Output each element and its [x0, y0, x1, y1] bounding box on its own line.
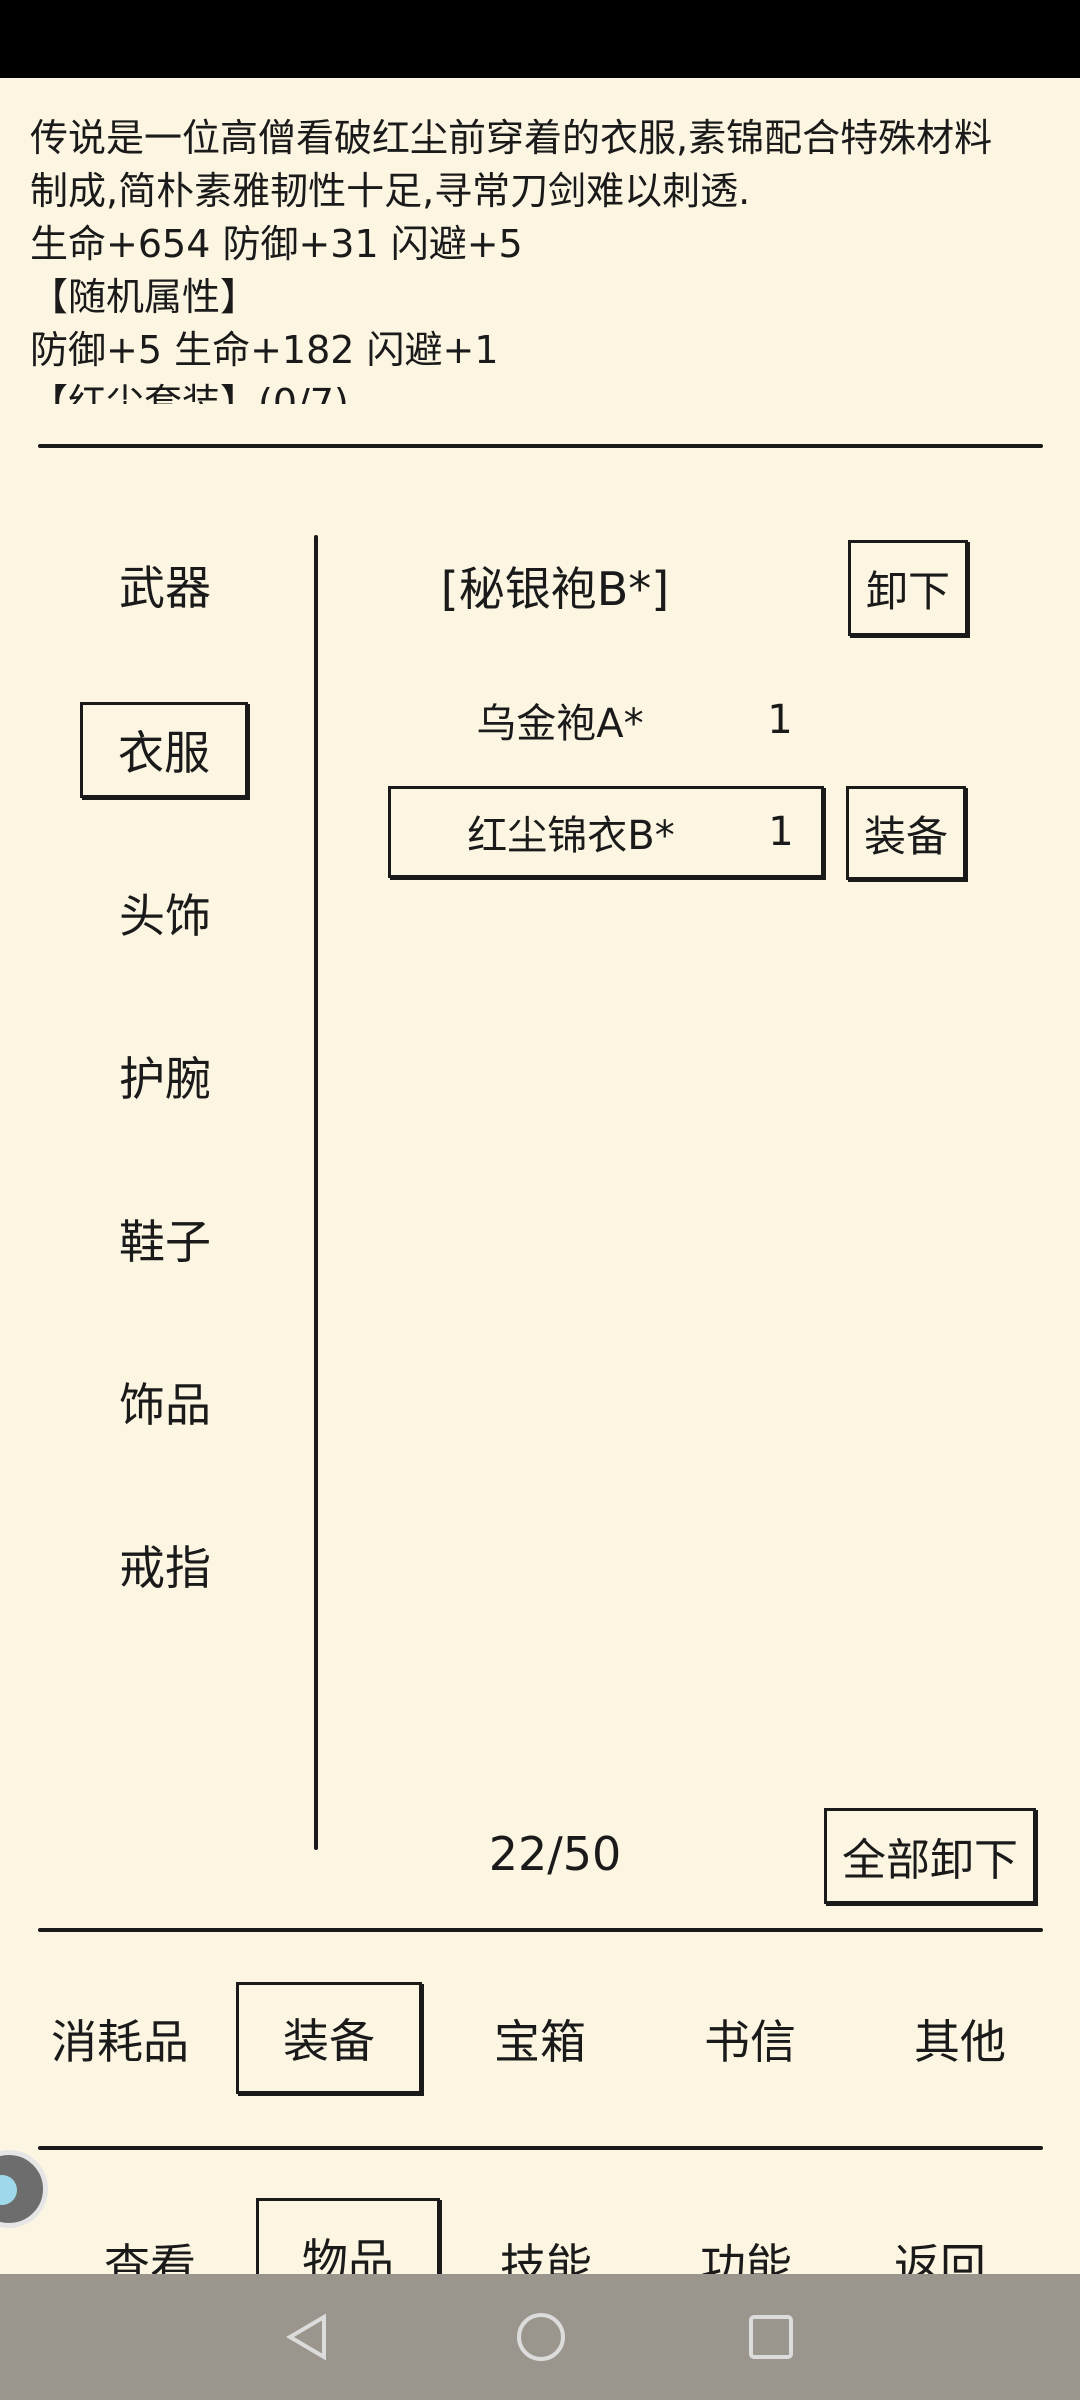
category-accessory[interactable]: 饰品 [119, 1378, 211, 1432]
item-name: 红尘锦衣B* [467, 813, 675, 859]
divider [314, 535, 318, 1850]
tab-label: 装备 [283, 2014, 375, 2068]
description-line: 防御+5 生命+182 闪避+1 [30, 328, 499, 372]
item-count: 1 [768, 809, 794, 855]
unequip-all-button[interactable]: 全部卸下 [824, 1808, 1036, 1904]
category-clothing[interactable]: 衣服 [80, 702, 248, 798]
equip-button[interactable]: 装备 [846, 786, 966, 880]
capacity-count: 22/50 [488, 1827, 622, 1881]
status-bar [0, 0, 1080, 78]
tab-equipment[interactable]: 装备 [236, 1982, 422, 2094]
floating-assistant-icon[interactable] [0, 2150, 48, 2228]
unequip-label: 卸下 [865, 566, 950, 616]
description-line: 【随机属性】 [30, 275, 259, 319]
tab-other[interactable]: 其他 [914, 2015, 1006, 2069]
description-line: 传说是一位高僧看破红尘前穿着的衣服,素锦配合特殊材料 [30, 116, 993, 160]
category-shoes[interactable]: 鞋子 [119, 1215, 211, 1269]
system-nav-bar [0, 2274, 1080, 2400]
tab-letters[interactable]: 书信 [704, 2015, 796, 2069]
category-headwear[interactable]: 头饰 [119, 889, 211, 943]
home-icon[interactable] [514, 2310, 568, 2364]
recents-icon[interactable] [746, 2312, 796, 2362]
category-label: 衣服 [118, 726, 210, 780]
item-count: 1 [767, 697, 793, 743]
item-description: 传说是一位高僧看破红尘前穿着的衣服,素锦配合特殊材料 制成,简朴素雅韧性十足,寻… [30, 112, 1040, 404]
category-weapon[interactable]: 武器 [119, 561, 211, 615]
back-icon[interactable] [282, 2312, 332, 2362]
divider [38, 1928, 1043, 1932]
item-row[interactable]: 乌金袍A* 1 [390, 680, 830, 760]
category-bracer[interactable]: 护腕 [119, 1052, 211, 1106]
item-name: 乌金袍A* [476, 701, 644, 747]
tab-consumables[interactable]: 消耗品 [51, 2015, 189, 2069]
tab-chests[interactable]: 宝箱 [494, 2015, 586, 2069]
category-ring[interactable]: 戒指 [119, 1541, 211, 1595]
description-line: 生命+654 防御+31 闪避+5 [30, 222, 523, 266]
item-row-selected[interactable]: 红尘锦衣B* 1 [388, 786, 824, 878]
unequip-all-label: 全部卸下 [842, 1835, 1018, 1886]
unequip-button[interactable]: 卸下 [848, 540, 968, 636]
description-line: 【红尘套装】(0/7) [30, 381, 349, 404]
description-line: 制成,简朴素雅韧性十足,寻常刀剑难以刺透. [30, 169, 751, 213]
equipped-item-name: [秘银袍B*] [440, 562, 670, 616]
divider [38, 444, 1043, 448]
divider [38, 2146, 1043, 2150]
equip-label: 装备 [863, 811, 948, 861]
